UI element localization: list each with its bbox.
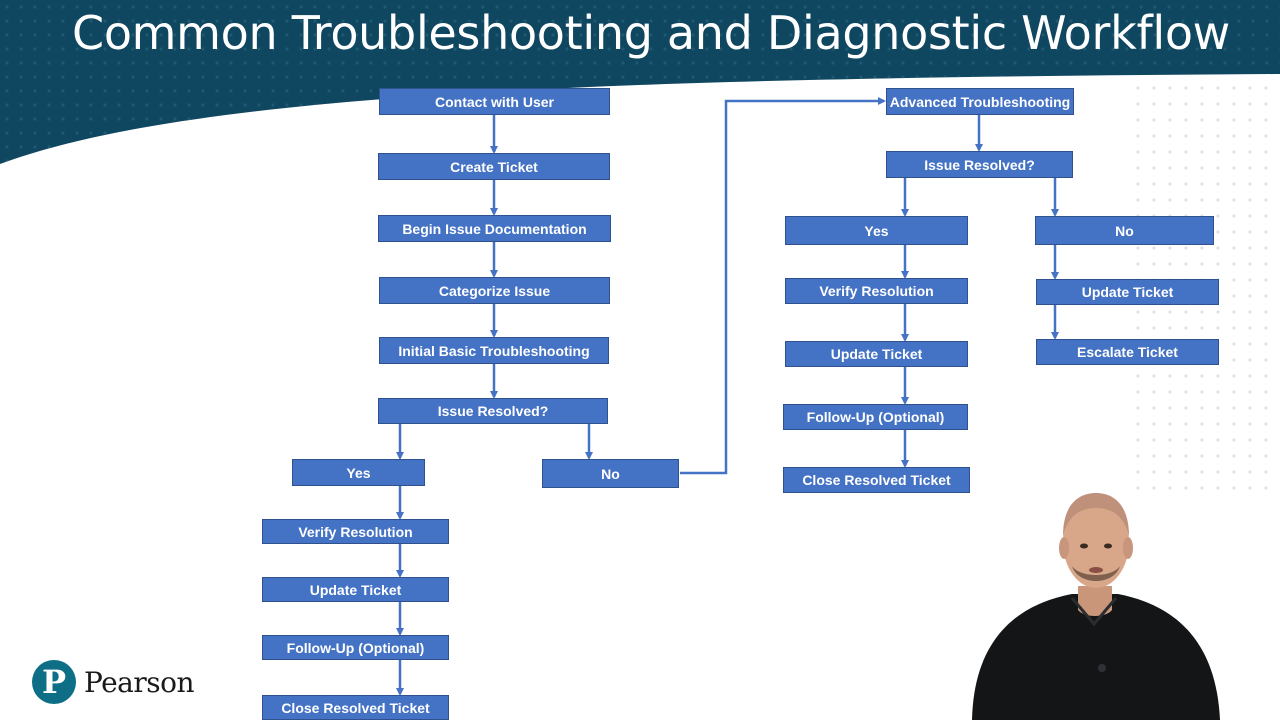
box-close-resolved-ticket-left: Close Resolved Ticket [262,695,449,720]
box-verify-resolution-left: Verify Resolution [262,519,449,544]
box-no-left: No [542,459,679,488]
box-categorize-issue: Categorize Issue [379,277,610,304]
box-issue-resolved-right: Issue Resolved? [886,151,1073,178]
box-escalate-ticket: Escalate Ticket [1036,339,1219,365]
pearson-logo-icon: P [32,660,76,704]
box-update-ticket-right: Update Ticket [785,341,968,367]
box-create-ticket: Create Ticket [378,153,610,180]
box-update-ticket-no: Update Ticket [1036,279,1219,305]
box-yes-left: Yes [292,459,425,486]
box-update-ticket-left: Update Ticket [262,577,449,602]
header-banner [0,0,1280,164]
box-follow-up-left: Follow-Up (Optional) [262,635,449,660]
box-yes-right: Yes [785,216,968,245]
box-begin-issue-documentation: Begin Issue Documentation [378,215,611,242]
presenter-figure [972,493,1220,720]
arrow [680,97,886,475]
box-issue-resolved-left: Issue Resolved? [378,398,608,424]
box-initial-basic-troubleshooting: Initial Basic Troubleshooting [379,337,609,364]
pearson-logo: P Pearson [32,660,195,704]
page-title: Common Troubleshooting and Diagnostic Wo… [72,6,1230,60]
box-follow-up-right: Follow-Up (Optional) [783,404,968,430]
presenter-video [972,493,1220,720]
box-advanced-troubleshooting: Advanced Troubleshooting [886,88,1074,115]
box-close-resolved-ticket-right: Close Resolved Ticket [783,467,970,493]
box-no-right: No [1035,216,1214,245]
box-contact-with-user: Contact with User [379,88,610,115]
pearson-logo-text: Pearson [84,665,195,699]
box-verify-resolution-right: Verify Resolution [785,278,968,304]
